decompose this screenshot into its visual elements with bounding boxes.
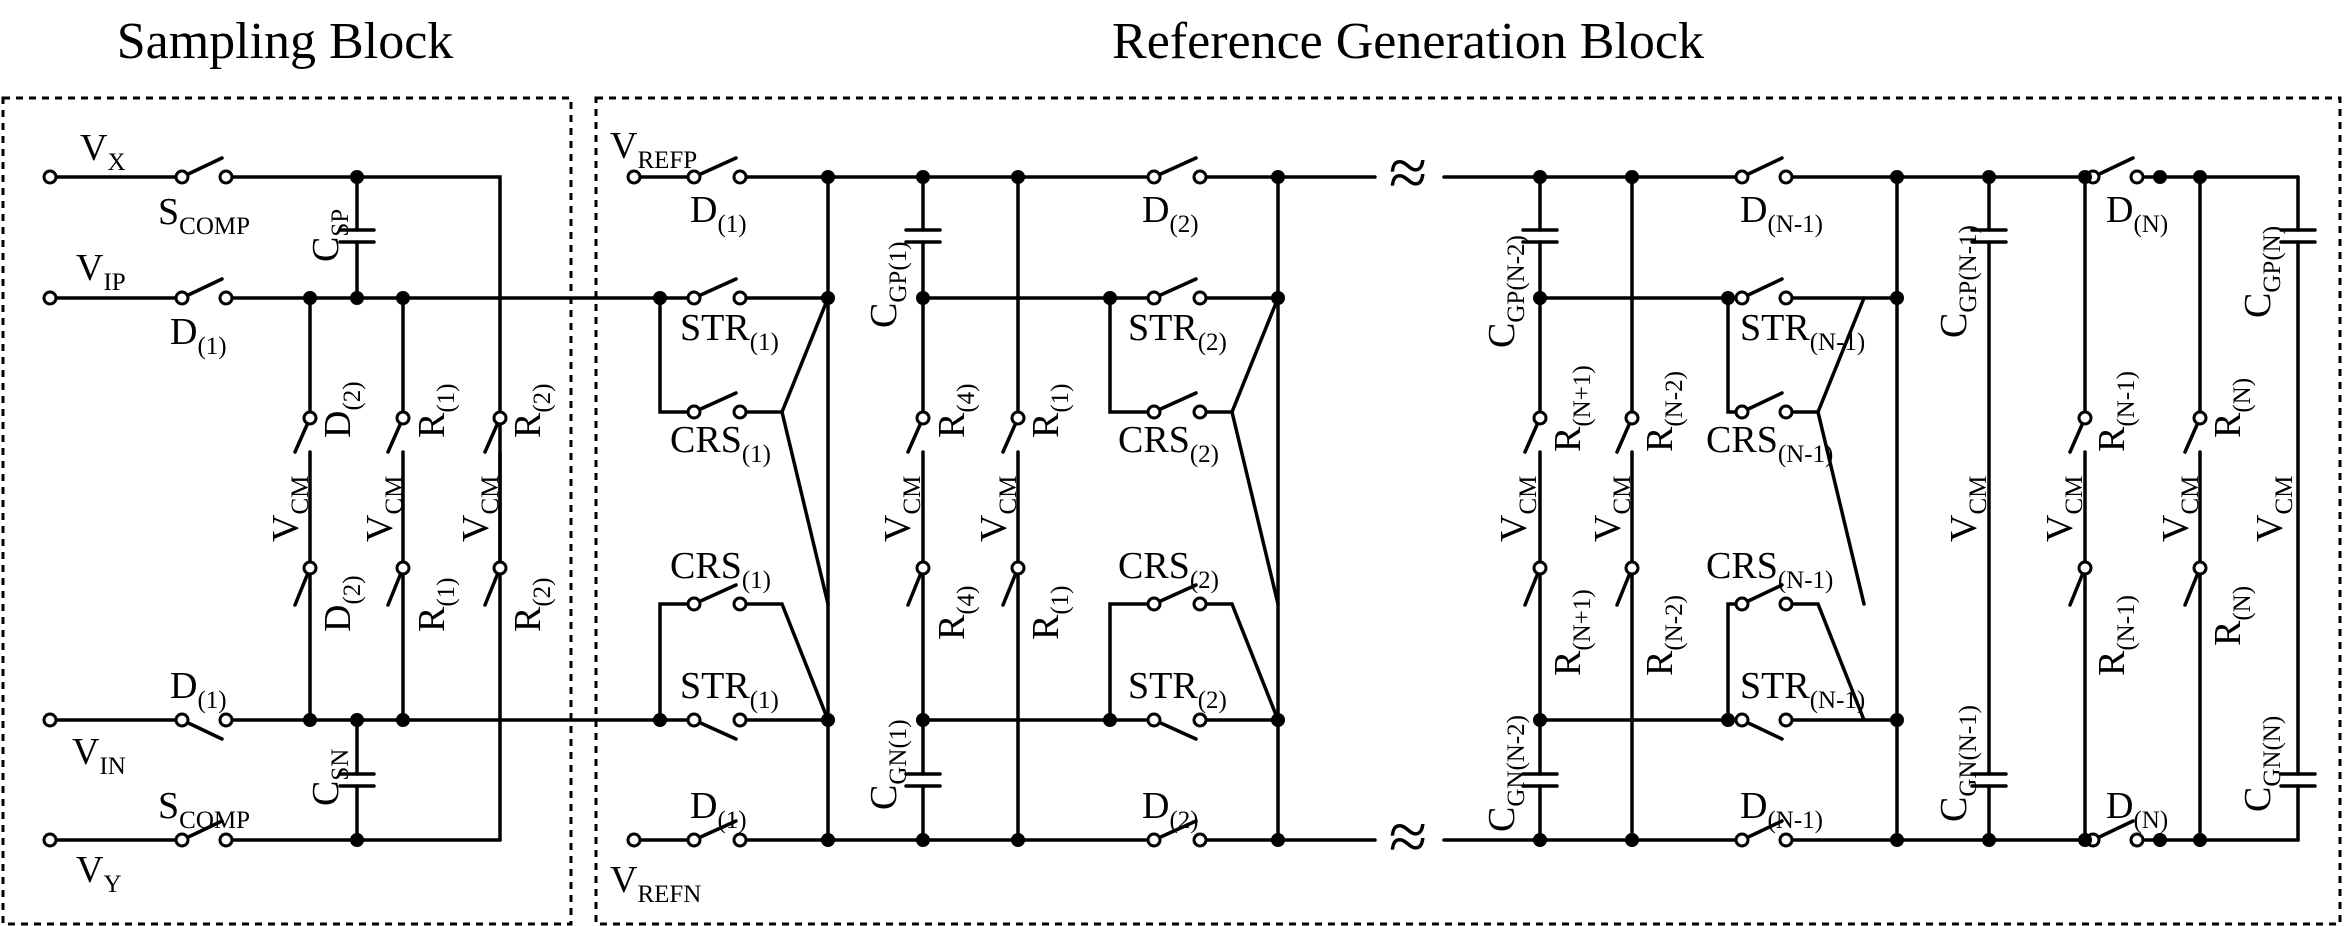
- label-crs2-top: CRS(2): [1118, 419, 1219, 468]
- label-rn-top: R(N): [2207, 378, 2256, 438]
- label-dn-bottom: D(N): [2106, 785, 2168, 834]
- label-vcm-1: VCM: [265, 476, 314, 542]
- label-r2-sampling-top: R(2): [507, 383, 556, 438]
- label-d1-sampling-top: D(1): [170, 311, 227, 360]
- label-r2-sampling-bottom: R(2): [507, 577, 556, 632]
- label-strn1-top: STR(N-1): [1740, 307, 1865, 356]
- label-crsn1-bottom: CRS(N-1): [1706, 545, 1833, 594]
- label-rn1-top: R(N-1): [2091, 371, 2140, 452]
- label-d1-sampling-bottom: D(1): [170, 665, 227, 714]
- label-rn2-bottom: R(N-2): [1639, 595, 1688, 676]
- label-cgnn: CGN(N): [2237, 716, 2286, 812]
- label-scomp-bottom: SCOMP: [158, 785, 250, 834]
- label-crs1-bottom: CRS(1): [670, 545, 771, 594]
- reference-block-outline: [594, 96, 2342, 926]
- label-vx: VX: [80, 127, 126, 176]
- label-r4-bottom: R(4): [931, 585, 980, 640]
- label-vcm-5: VCM: [973, 476, 1022, 542]
- label-str1-top: STR(1): [680, 307, 779, 356]
- reference-block-title: Reference Generation Block: [1112, 13, 1704, 70]
- label-r1-ref-bottom: R(1): [1025, 585, 1074, 640]
- label-str2-top: STR(2): [1128, 307, 1227, 356]
- label-rn-bottom: R(N): [2207, 586, 2256, 646]
- label-vy: VY: [76, 849, 122, 898]
- break-symbol-top: ≈: [1389, 135, 1427, 212]
- label-r1-sampling-top: R(1): [411, 383, 460, 438]
- label-dn-top: D(N): [2106, 189, 2168, 238]
- vertical-switches: [293, 416, 2202, 607]
- label-crs1-top: CRS(1): [670, 419, 771, 468]
- label-r1-sampling-bottom: R(1): [411, 577, 460, 632]
- label-str1-bottom: STR(1): [680, 665, 779, 714]
- label-vcm-11: VCM: [2249, 476, 2298, 542]
- break-symbol-bottom: ≈: [1389, 799, 1427, 876]
- label-crs2-bottom: CRS(2): [1118, 545, 1219, 594]
- sampling-block-outline: [1, 96, 573, 926]
- rotated-labels: CSP CSN D(2) D(2) R(1) R(1) R(2) R(2) VC…: [265, 209, 2298, 832]
- label-vrefp: VREFP: [610, 125, 697, 174]
- label-csn: CSN: [305, 749, 354, 806]
- label-d1-ref-bottom: D(1): [690, 785, 747, 834]
- label-r4-top: R(4): [931, 383, 980, 438]
- label-vip: VIP: [76, 247, 126, 296]
- label-vcm-7: VCM: [1587, 476, 1636, 542]
- label-vcm-6: VCM: [1493, 476, 1542, 542]
- label-d1-ref-top: D(1): [690, 189, 747, 238]
- label-csp: CSP: [305, 209, 354, 262]
- label-vcm-4: VCM: [877, 476, 926, 542]
- label-vcm-2: VCM: [359, 476, 408, 542]
- label-rn1p-bottom: R(N+1): [1547, 589, 1596, 676]
- label-str2-bottom: STR(2): [1128, 665, 1227, 714]
- label-vcm-8: VCM: [1943, 476, 1992, 542]
- label-vcm-10: VCM: [2155, 476, 2204, 542]
- label-r1-ref-top: R(1): [1025, 383, 1074, 438]
- label-vrefn: VREFN: [610, 859, 701, 908]
- capacitors: [338, 228, 2317, 788]
- label-rn2-top: R(N-2): [1639, 371, 1688, 452]
- label-vcm-9: VCM: [2039, 476, 2088, 542]
- horizontal-switches: [180, 156, 2135, 842]
- junctions: [303, 170, 2207, 847]
- label-cgpn: CGP(N): [2237, 226, 2286, 318]
- label-cgpn2: CGP(N-2): [1481, 235, 1530, 348]
- label-cgn1: CGN(1): [863, 719, 912, 810]
- labels: VX SCOMP VIP D(1) D(1) VIN SCOMP VY VREF…: [72, 125, 2168, 908]
- label-d2-ref-top: D(2): [1142, 189, 1199, 238]
- label-cgnn1: CGN(N-1): [1933, 705, 1982, 822]
- label-rn1-bottom: R(N-1): [2091, 595, 2140, 676]
- label-scomp-top: SCOMP: [158, 191, 250, 240]
- terminals: [42, 169, 2208, 848]
- label-d2-sampling-top: D(2): [317, 381, 366, 438]
- sampling-block-title: Sampling Block: [117, 13, 454, 70]
- label-d2-ref-bottom: D(2): [1142, 785, 1199, 834]
- label-rn1p-top: R(N+1): [1547, 365, 1596, 452]
- label-vin: VIN: [72, 731, 126, 780]
- label-d2-sampling-bottom: D(2): [317, 575, 366, 632]
- label-cgp1: CGP(1): [863, 242, 912, 328]
- label-cgnn2: CGN(N-2): [1481, 715, 1530, 832]
- label-strn1-bottom: STR(N-1): [1740, 665, 1865, 714]
- label-dn1-bottom: D(N-1): [1740, 785, 1823, 834]
- label-vcm-3: VCM: [455, 476, 504, 542]
- label-crsn1-top: CRS(N-1): [1706, 419, 1833, 468]
- label-dn1-top: D(N-1): [1740, 189, 1823, 238]
- label-cgpn1: CGP(N-1): [1933, 225, 1982, 338]
